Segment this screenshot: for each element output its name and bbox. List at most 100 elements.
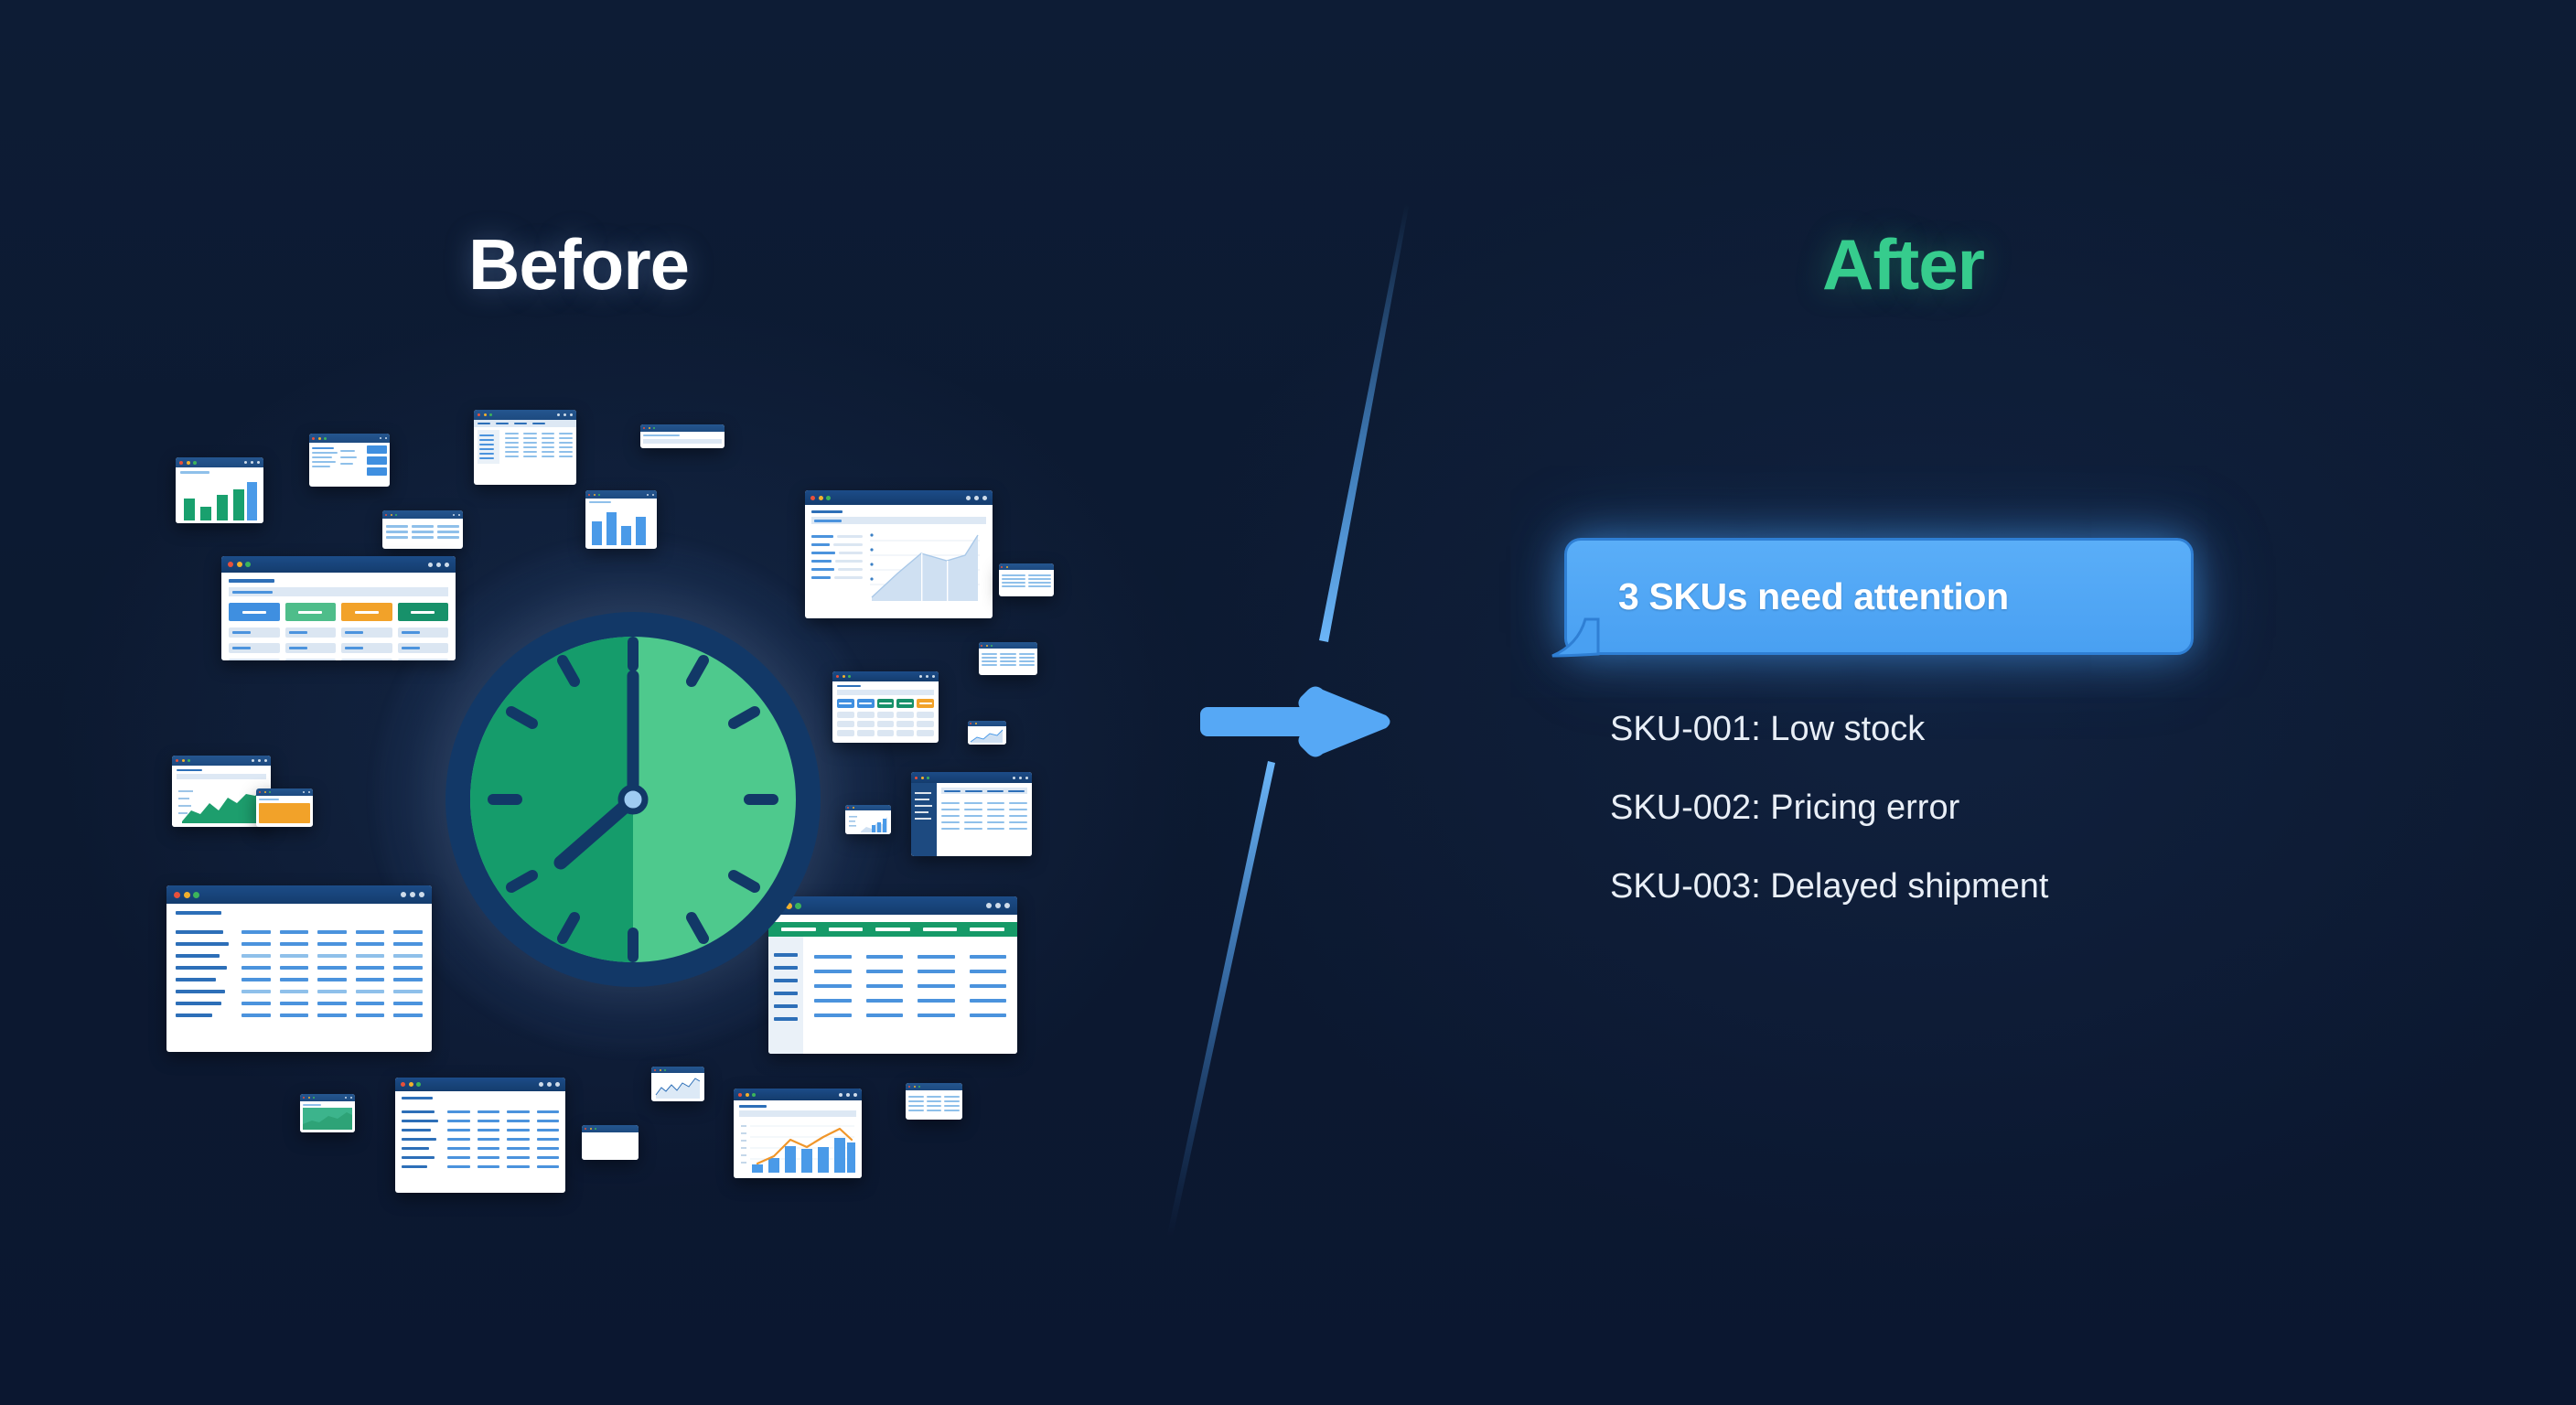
window-titlebar (382, 510, 463, 519)
sheet-grid (242, 922, 423, 1025)
before-dashboard-cluster (166, 402, 1079, 1193)
divider-streak-top (1319, 203, 1409, 642)
window-bar-chart-small[interactable] (176, 457, 263, 523)
bar-area-chart (849, 816, 887, 832)
window-kpi-strip[interactable] (832, 671, 939, 743)
window-content (474, 420, 576, 467)
kpi-card (397, 603, 448, 621)
traffic-lights (585, 1128, 597, 1130)
window-controls (303, 791, 310, 793)
window-content (805, 505, 993, 606)
window-titlebar (968, 721, 1006, 726)
window-content (382, 519, 463, 545)
window-content (832, 681, 939, 740)
area-chart (970, 729, 1004, 743)
window-spreadsheet-left[interactable] (166, 885, 432, 1052)
window-titlebar (474, 410, 576, 420)
window-orange-panel[interactable] (256, 788, 313, 827)
sheet-sidebar (176, 922, 232, 1025)
bar-line-chart (741, 1125, 855, 1173)
alert-bubble-text: 3 SKUs need attention (1618, 574, 2009, 617)
window-titlebar (832, 671, 939, 681)
window-content (300, 1101, 355, 1132)
sku-alert-list: SKU-001: Low stock SKU-002: Pricing erro… (1610, 712, 2259, 904)
window-content (582, 1132, 639, 1160)
window-titlebar (166, 885, 432, 904)
window-titlebar (172, 756, 271, 766)
traffic-lights (981, 644, 993, 647)
traffic-lights (654, 1068, 667, 1071)
window-table-sidebar[interactable] (911, 772, 1032, 856)
window-table-mini-c[interactable] (382, 510, 463, 549)
window-controls (539, 1082, 560, 1087)
window-content (395, 1091, 565, 1180)
window-controls (557, 413, 573, 416)
window-chart-tiny-a[interactable] (968, 721, 1006, 745)
traffic-lights (478, 413, 493, 416)
after-result-panel: 3 SKUs need attention SKU-001: Low stock… (1551, 538, 2259, 940)
window-content (221, 573, 456, 660)
traffic-lights (847, 807, 854, 809)
table-header-row (768, 922, 1017, 937)
window-controls (919, 675, 935, 678)
window-combo-chart[interactable] (734, 1089, 862, 1178)
traffic-lights (1001, 565, 1008, 568)
window-titlebar (734, 1089, 862, 1100)
window-table-tiny-c[interactable] (999, 563, 1054, 596)
window-titlebar (651, 1067, 704, 1073)
window-content (640, 432, 724, 446)
window-spreadsheet-right[interactable] (768, 896, 1017, 1054)
window-grid-dashboard[interactable] (221, 556, 456, 660)
divider-streak-bottom (1167, 761, 1275, 1237)
window-blank[interactable] (582, 1125, 639, 1160)
window-content (768, 915, 1017, 1054)
traffic-lights (970, 723, 977, 724)
window-controls (839, 1092, 857, 1097)
after-heading: After (1822, 224, 1985, 305)
window-strip-a[interactable] (640, 424, 724, 448)
bar-chart (184, 482, 257, 520)
window-titlebar (585, 490, 657, 499)
window-table-mini-b[interactable] (474, 410, 576, 485)
traffic-lights (401, 1082, 422, 1087)
window-titlebar (309, 434, 390, 443)
clock-icon (445, 612, 821, 987)
window-line-chart-tiny[interactable] (651, 1067, 704, 1101)
window-titlebar (395, 1078, 565, 1091)
window-table-tiny-a[interactable] (979, 642, 1037, 675)
clock-hands (553, 670, 640, 870)
before-heading: Before (468, 224, 690, 305)
window-chart-tiny-b[interactable] (845, 805, 891, 834)
window-table-mini-a[interactable] (309, 434, 390, 487)
window-bar-chart-mini[interactable] (585, 490, 657, 549)
kpi-card (341, 603, 392, 621)
window-controls (252, 759, 267, 762)
window-content (651, 1073, 704, 1100)
window-area-report[interactable] (805, 490, 993, 618)
traffic-lights (312, 436, 327, 440)
window-content (309, 443, 390, 478)
window-content (845, 810, 891, 834)
window-content (734, 1100, 862, 1178)
window-controls (453, 513, 460, 516)
window-content (256, 796, 313, 826)
window-green-chart-tiny[interactable] (300, 1094, 355, 1132)
window-content (172, 766, 271, 827)
window-table-tiny-b[interactable] (906, 1083, 962, 1120)
window-controls (966, 495, 987, 500)
area-chart (303, 1108, 352, 1130)
window-controls (986, 903, 1010, 908)
kpi-card (284, 603, 336, 621)
traffic-lights (174, 891, 200, 898)
window-titlebar (256, 788, 313, 796)
window-spreadsheet-bottom[interactable] (395, 1078, 565, 1193)
window-area-green[interactable] (172, 756, 271, 827)
traffic-lights (228, 562, 252, 567)
sku-list-item: SKU-001: Low stock (1610, 710, 1926, 748)
traffic-lights (179, 460, 198, 465)
line-chart (655, 1078, 701, 1099)
alert-chat-bubble[interactable]: 3 SKUs need attention (1551, 538, 2194, 658)
traffic-lights (385, 513, 398, 516)
window-titlebar (805, 490, 993, 505)
window-controls (380, 437, 387, 439)
